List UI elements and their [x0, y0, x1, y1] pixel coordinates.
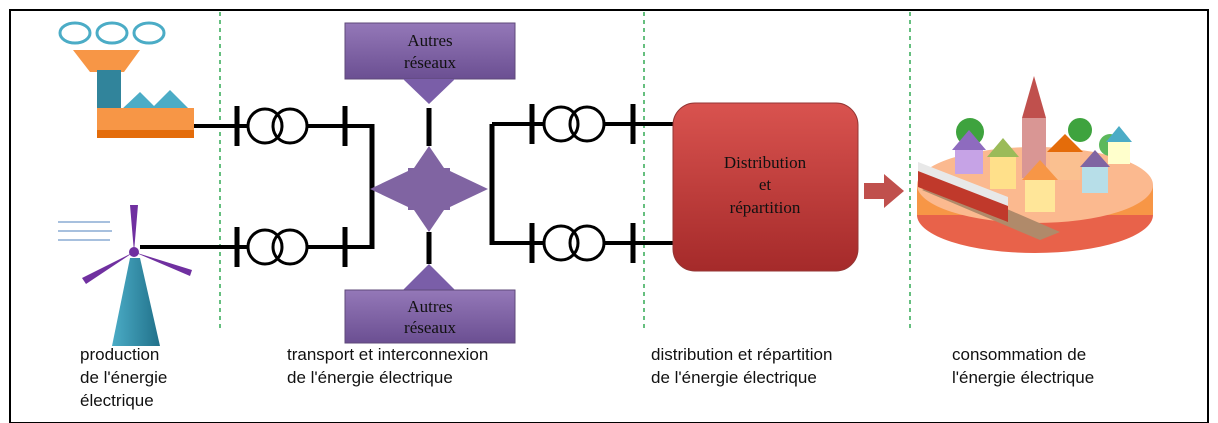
- caption-transport-line2: de l'énergie électrique: [287, 368, 453, 387]
- top-feeder: [194, 106, 372, 146]
- distribution-box: Distribution et répartition: [672, 102, 859, 272]
- bottom-networks-line1: Autres: [407, 297, 452, 316]
- caption-distribution-line1: distribution et répartition: [651, 345, 832, 364]
- caption-consommation: consommation de l'énergie électrique: [952, 345, 1094, 387]
- caption-distribution-line2: de l'énergie électrique: [651, 368, 817, 387]
- bottom-feeder: [140, 227, 372, 267]
- top-networks-line2: réseaux: [404, 53, 456, 72]
- right-bottom-feeder: [492, 223, 676, 263]
- caption-production-line2: de l'énergie: [80, 368, 167, 387]
- arrow-right-icon: [864, 174, 904, 208]
- caption-transport-line1: transport et interconnexion: [287, 345, 488, 364]
- transformer-icon: [246, 107, 309, 145]
- distribution-line2: et: [759, 175, 772, 194]
- distribution-line3: répartition: [730, 198, 801, 217]
- wind-turbine-icon: [58, 205, 192, 346]
- transformer-icon: [542, 224, 606, 262]
- caption-production: production de l'énergie électrique: [80, 345, 167, 410]
- transformer-icon: [246, 228, 309, 266]
- caption-consommation-line1: consommation de: [952, 345, 1086, 364]
- city-icon: [917, 76, 1153, 253]
- factory-icon: [58, 21, 194, 138]
- transformer-icon: [542, 105, 606, 143]
- top-networks-line1: Autres: [407, 31, 452, 50]
- top-other-networks: Autres réseaux: [344, 22, 516, 104]
- distribution-line1: Distribution: [724, 153, 807, 172]
- caption-distribution: distribution et répartition de l'énergie…: [651, 345, 832, 387]
- caption-production-line3: électrique: [80, 391, 154, 410]
- bottom-networks-line2: réseaux: [404, 318, 456, 337]
- diagram-frame: [9, 9, 1209, 423]
- four-way-arrow-icon: [370, 146, 488, 232]
- bottom-other-networks: Autres réseaux: [344, 264, 516, 344]
- right-top-feeder: [492, 104, 676, 144]
- caption-production-line1: production: [80, 345, 159, 364]
- caption-consommation-line2: l'énergie électrique: [952, 368, 1094, 387]
- caption-transport: transport et interconnexion de l'énergie…: [287, 345, 488, 387]
